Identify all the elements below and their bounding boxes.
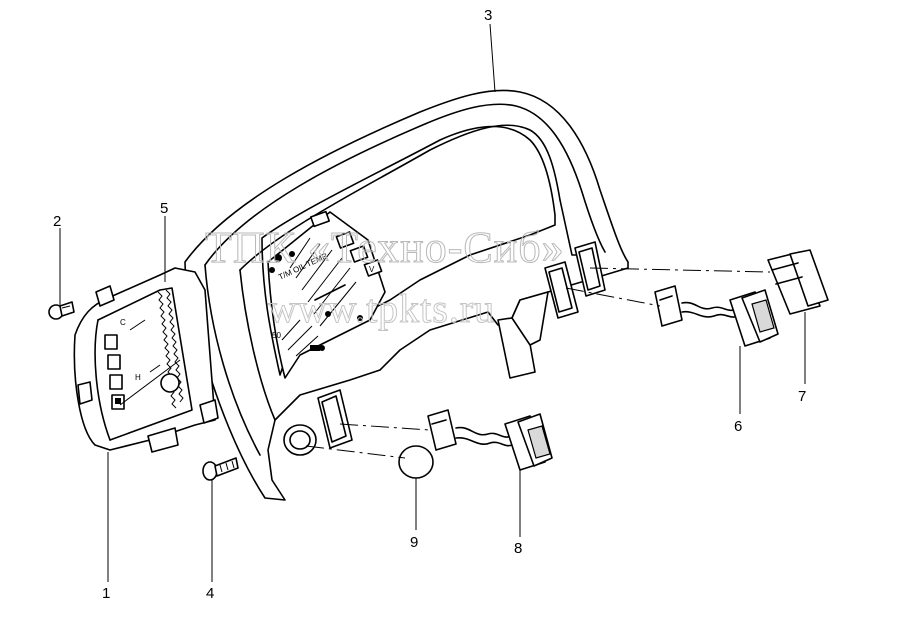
callout-9: 9 bbox=[410, 534, 418, 551]
svg-text:V: V bbox=[369, 265, 375, 274]
scale-50-label: 50 bbox=[272, 331, 281, 340]
callout-5: 5 bbox=[160, 200, 168, 217]
callout-8: 8 bbox=[514, 540, 522, 557]
cluster-housing-part-3 bbox=[184, 89, 629, 501]
callout-6: 6 bbox=[734, 418, 742, 435]
callout-4: 4 bbox=[206, 585, 214, 602]
switch-part-7 bbox=[767, 249, 829, 315]
watermark-company: ТПК «Техно-Сиб» bbox=[205, 223, 565, 272]
gauge-face: T/M OIL TEMP 50 V bbox=[267, 210, 386, 379]
switch-part-6 bbox=[654, 285, 779, 347]
leader-lines bbox=[59, 23, 806, 582]
dash-alignment-lines bbox=[305, 267, 771, 459]
callout-3: 3 bbox=[484, 7, 492, 24]
callout-7: 7 bbox=[798, 388, 806, 405]
callouts: 2 5 3 1 4 9 8 6 7 bbox=[53, 7, 806, 602]
screw-part-4 bbox=[202, 457, 239, 481]
callout-2: 2 bbox=[53, 213, 61, 230]
housing-switch-slots bbox=[283, 241, 606, 456]
screw-part-2 bbox=[48, 301, 75, 320]
switch-part-8 bbox=[427, 409, 553, 471]
blank-cap-part-9 bbox=[398, 445, 434, 479]
watermark-url: www.tpkts.ru bbox=[268, 286, 495, 331]
gauge-h-letter: H bbox=[135, 373, 141, 382]
watermark: ТПК «Техно-Сиб» www.tpkts.ru bbox=[205, 223, 565, 332]
gauge-c-letter: C bbox=[120, 318, 126, 327]
instrument-cluster-part-1: C H bbox=[73, 267, 219, 453]
callout-1: 1 bbox=[102, 585, 110, 602]
